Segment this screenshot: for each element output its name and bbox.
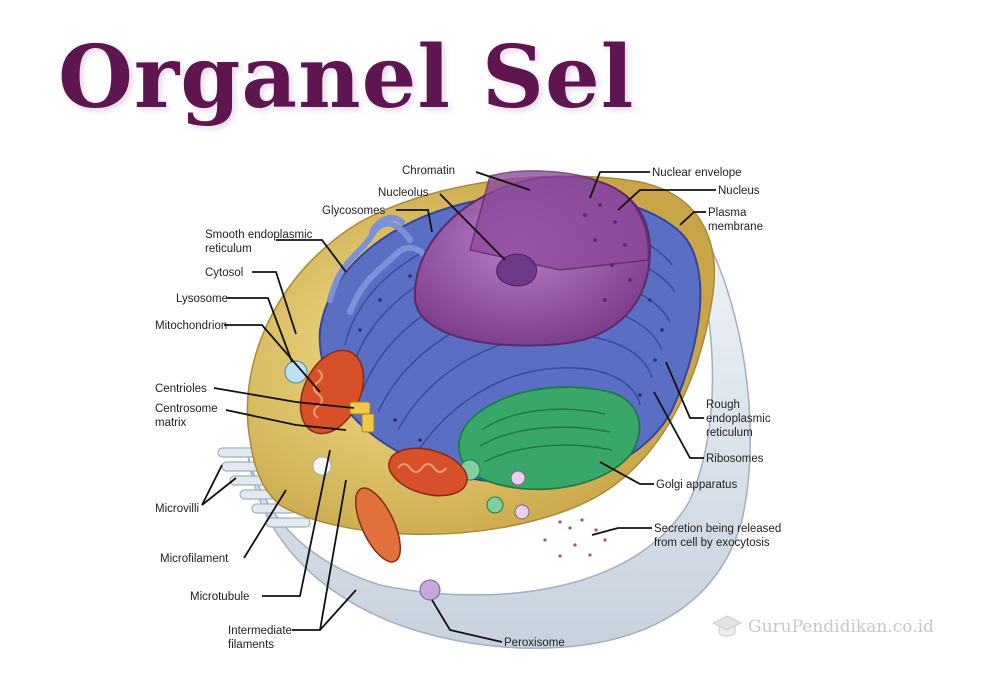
label-rough-er-2: endoplasmic — [706, 413, 771, 425]
exocytosis-particles — [543, 518, 607, 558]
nuclear-envelope — [469, 170, 649, 271]
label-mitochondrion: Mitochondrion — [155, 320, 227, 332]
page-title: Organel Sel — [58, 27, 635, 128]
nuclear-pores — [583, 203, 632, 302]
label-secretion-1: Secretion being released — [654, 523, 781, 535]
mitochondrion — [299, 349, 468, 563]
label-smooth-er-1: Smooth endoplasmic — [205, 229, 313, 241]
label-peroxisome: Peroxisome — [504, 637, 565, 649]
label-intermediate-2: filaments — [228, 639, 274, 651]
label-centrioles: Centrioles — [155, 383, 207, 395]
peroxisome — [419, 579, 441, 601]
labels: Chromatin Nucleolus Glycosomes Smooth en… — [155, 165, 781, 651]
label-microtubule: Microtubule — [190, 591, 249, 603]
label-plasma-1: Plasma — [708, 207, 747, 219]
label-glycosomes: Glycosomes — [322, 205, 386, 217]
label-ribosomes: Ribosomes — [706, 453, 764, 465]
leader-lines — [201, 171, 716, 643]
watermark: GuruPendidikan.co.id — [712, 614, 934, 640]
lysosome — [284, 360, 308, 384]
label-nucleolus: Nucleolus — [378, 187, 429, 199]
label-microfilament: Microfilament — [160, 553, 229, 565]
nucleolus — [496, 253, 538, 287]
graduation-cap-icon — [712, 615, 742, 637]
label-rough-er-1: Rough — [706, 399, 740, 411]
label-rough-er-3: reticulum — [706, 427, 753, 439]
secretory-vesicle — [510, 470, 526, 486]
watermark-text: GuruPendidikan.co.id — [748, 617, 934, 637]
label-secretion-2: from cell by exocytosis — [654, 537, 770, 549]
label-centrosome-2: matrix — [155, 417, 187, 429]
label-microvilli: Microvilli — [155, 503, 199, 515]
label-nuclear-envelope: Nuclear envelope — [652, 167, 742, 179]
label-smooth-er-2: reticulum — [205, 243, 252, 255]
label-centrosome-1: Centrosome — [155, 403, 218, 415]
label-lysosome: Lysosome — [176, 293, 228, 305]
label-plasma-2: membrane — [708, 221, 763, 233]
label-chromatin: Chromatin — [402, 165, 455, 177]
smooth-endoplasmic-reticulum — [327, 214, 435, 315]
label-cytosol: Cytosol — [205, 267, 243, 279]
label-intermediate-1: Intermediate — [228, 625, 292, 637]
golgi-apparatus — [457, 386, 641, 514]
label-nucleus: Nucleus — [718, 185, 760, 197]
secretory-vesicle — [514, 504, 530, 520]
label-golgi: Golgi apparatus — [656, 479, 737, 491]
